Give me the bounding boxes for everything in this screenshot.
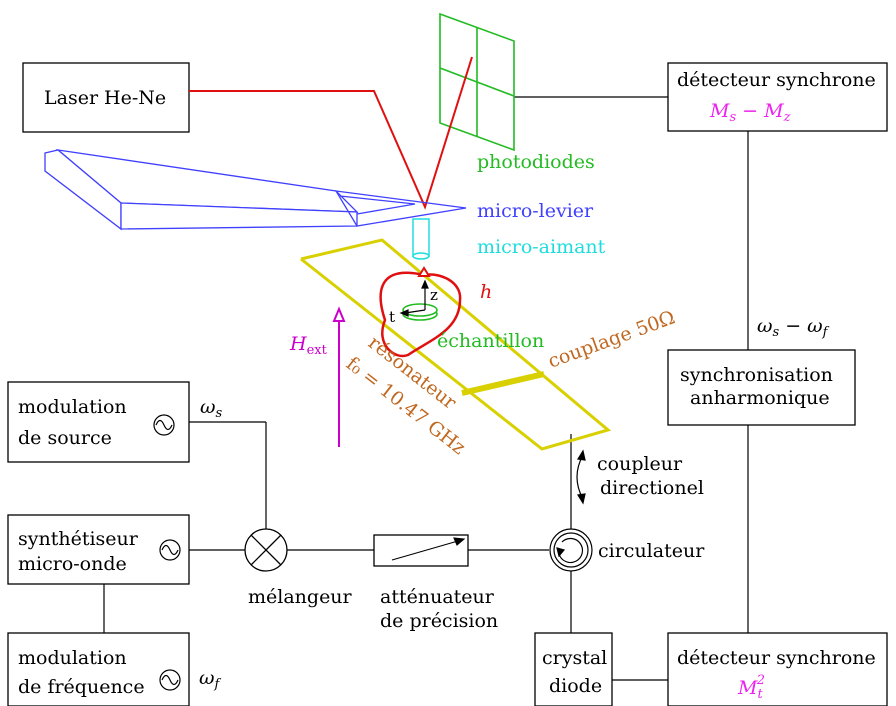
coupleur-label-1: coupleur bbox=[597, 453, 683, 475]
h-field-arrowhead bbox=[417, 266, 431, 277]
attenuator-box bbox=[373, 534, 469, 567]
coupler-arrow-icon bbox=[576, 449, 586, 505]
h-label: h bbox=[480, 281, 492, 303]
h-field-loop bbox=[379, 271, 462, 358]
omega-s-label: ωs bbox=[200, 396, 223, 421]
t-axis-label: t bbox=[389, 308, 395, 326]
photodiodes-label: photodiodes bbox=[477, 151, 595, 173]
sample-axes bbox=[399, 279, 429, 317]
mixer-icon bbox=[244, 528, 288, 572]
couplage-label: couplage 50Ω bbox=[545, 306, 678, 372]
laser-beam bbox=[189, 56, 473, 210]
mod-freq-box bbox=[7, 632, 190, 706]
echantillon-label: échantillon bbox=[437, 330, 544, 352]
sine-source-icon bbox=[159, 539, 181, 561]
sample-disk bbox=[402, 303, 438, 321]
micro-magnet bbox=[412, 218, 430, 260]
crystal-label-2: diode bbox=[549, 675, 602, 697]
synth-label-2: micro-onde bbox=[18, 553, 127, 575]
detector-bottom-label: détecteur synchrone bbox=[677, 647, 876, 669]
synth-box bbox=[7, 514, 190, 585]
micro-aimant-label: micro-aimant bbox=[477, 236, 606, 258]
mod-freq-label-2: de fréquence bbox=[18, 676, 145, 698]
laser-box bbox=[22, 62, 190, 133]
resonator bbox=[300, 238, 612, 451]
circulateur-label: circulateur bbox=[598, 540, 705, 562]
wires bbox=[103, 96, 749, 681]
attenuateur-label-1: atténuateur bbox=[380, 586, 495, 608]
mod-freq-label-1: modulation bbox=[18, 647, 127, 669]
cantilever bbox=[44, 149, 467, 231]
photodiodes-grid bbox=[439, 12, 515, 152]
detector-bottom-signal: Mt2 bbox=[737, 673, 765, 702]
synth-label-1: synthétiseur bbox=[18, 528, 139, 550]
circulator-icon bbox=[549, 528, 593, 572]
mod-source-box bbox=[7, 381, 190, 463]
sync-label-2: anharmonique bbox=[690, 387, 830, 409]
omega-diff-label: ωs − ωf bbox=[757, 315, 830, 340]
h-ext-label: Hext bbox=[289, 333, 328, 358]
detector-bottom-box bbox=[667, 632, 888, 706]
omega-f-label: ωf bbox=[199, 667, 222, 692]
attenuator-arrow-icon bbox=[391, 537, 466, 561]
detector-top-label: détecteur synchrone bbox=[677, 69, 876, 91]
crystal-label-1: crystal bbox=[542, 647, 607, 669]
attenuateur-label-2: de précision bbox=[380, 610, 498, 632]
sine-source-icon bbox=[153, 414, 175, 436]
sync-anharm-box bbox=[667, 349, 856, 426]
h-ext-arrow bbox=[332, 306, 346, 447]
sine-source-icon bbox=[159, 669, 181, 691]
mod-source-label-1: modulation bbox=[18, 396, 127, 418]
melangeur-label: mélangeur bbox=[248, 586, 353, 608]
micro-levier-label: micro-levier bbox=[477, 200, 594, 222]
coupleur-label-2: directionel bbox=[600, 477, 704, 499]
crystal-box bbox=[534, 632, 613, 706]
detector-top-signal: Ms − Mz bbox=[709, 100, 791, 125]
detector-top-box bbox=[667, 62, 888, 132]
laser-label: Laser He-Ne bbox=[44, 87, 166, 109]
sync-label-1: synchronisation bbox=[680, 364, 833, 386]
mod-source-label-2: de source bbox=[18, 427, 112, 449]
z-axis-label: z bbox=[430, 286, 438, 304]
